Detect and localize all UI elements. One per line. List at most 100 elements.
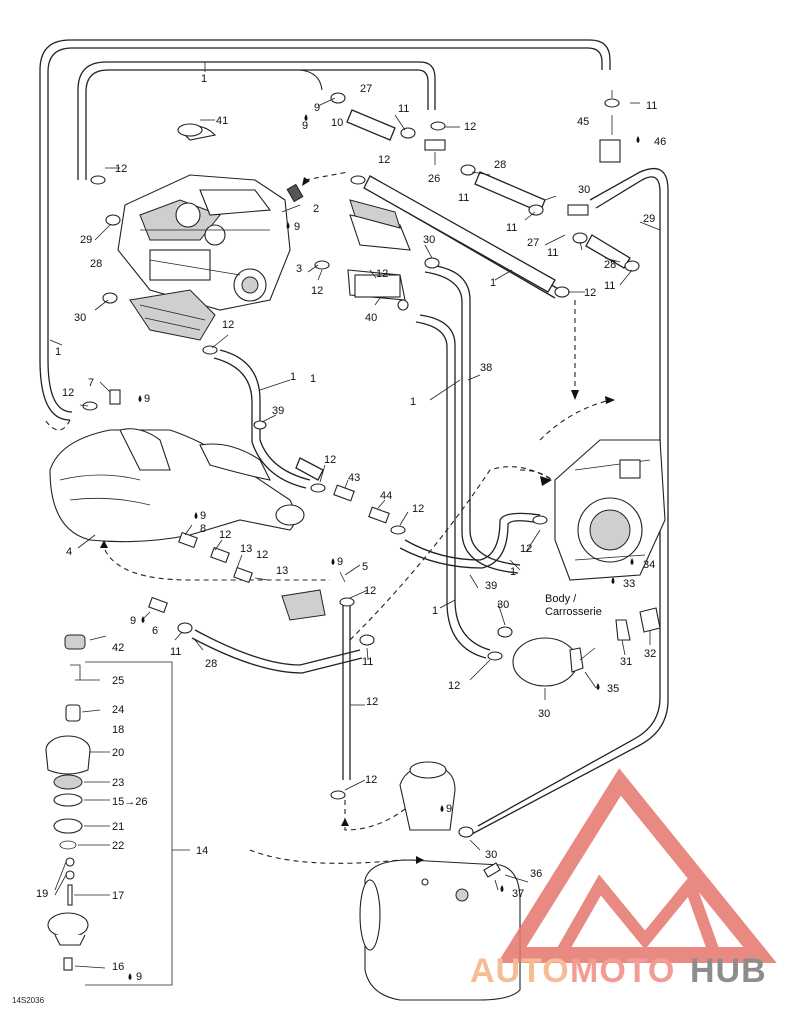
- part-label: 12: [62, 387, 74, 399]
- reservoir-upper: [399, 761, 456, 831]
- pressure-cap-assembly: [45, 634, 91, 971]
- part-label: 12: [364, 585, 376, 597]
- leader-lines: [49, 62, 661, 986]
- part-label: 22: [112, 840, 124, 852]
- part-label: 18: [112, 724, 124, 736]
- watermark-hub: HUB: [690, 952, 767, 990]
- part-label: 45: [577, 116, 589, 128]
- part-label: 40: [365, 312, 377, 324]
- part-label: 12: [584, 287, 596, 299]
- part-label: 33: [623, 578, 635, 590]
- part-label: 11: [506, 222, 517, 234]
- part-label: 28: [494, 159, 506, 171]
- part-label: 41: [216, 115, 228, 127]
- part-label: 11: [604, 280, 615, 292]
- part-label: 25: [112, 675, 124, 687]
- part-label: 28: [205, 658, 217, 670]
- part-label: 12: [115, 163, 127, 175]
- part-label: 14: [196, 845, 208, 857]
- part-label: 23: [112, 777, 124, 789]
- part-label: 11: [362, 656, 373, 668]
- part-label: 9: [446, 803, 452, 815]
- part-label: 35: [607, 683, 619, 695]
- part-label: 7: [88, 377, 94, 389]
- part-label: 30: [538, 708, 550, 720]
- hose-network: [39, 39, 669, 836]
- watermark-logo: AUTO MOTO HUB: [470, 768, 777, 990]
- part-label: 15→26: [112, 796, 147, 808]
- watermark-moto: MOTO: [570, 952, 675, 990]
- part-label: 1: [490, 277, 496, 289]
- part-label: 28: [604, 259, 616, 271]
- flow-lines: [44, 171, 611, 864]
- part-label: 13: [276, 565, 288, 577]
- part-label: 9: [314, 102, 320, 114]
- part-label: 10: [331, 117, 343, 129]
- part-label: 1: [55, 346, 61, 358]
- part-label: 39: [272, 405, 284, 417]
- part-label: 17: [112, 890, 124, 902]
- part-label: 12: [464, 121, 476, 133]
- part-label: 30: [485, 849, 497, 861]
- part-label: 11: [547, 247, 558, 259]
- part-label: 12: [366, 696, 378, 708]
- part-label: 1: [432, 605, 438, 617]
- part-label: 9: [337, 556, 343, 568]
- fluid-drop-icons: [128, 114, 640, 980]
- part-label: 12: [378, 154, 390, 166]
- part-label: 2: [313, 203, 319, 215]
- part-label: 12: [520, 543, 532, 555]
- hose-clamps: [82, 92, 640, 838]
- watermark-auto: AUTO: [470, 952, 570, 990]
- part-label: 12: [448, 680, 460, 692]
- part-label: 9: [302, 120, 308, 132]
- part-label: 11: [646, 100, 657, 112]
- part-label: 19: [36, 888, 48, 900]
- part-label: 30: [578, 184, 590, 196]
- part-label: 36: [530, 868, 542, 880]
- part-label: 30: [74, 312, 86, 324]
- part-label: 1: [410, 396, 416, 408]
- part-label: 9: [144, 393, 150, 405]
- part-label: 42: [112, 642, 124, 654]
- part-label: 1: [201, 73, 207, 85]
- part-label: 29: [643, 213, 655, 225]
- part-label: 27: [527, 237, 539, 249]
- part-label: 12: [324, 454, 336, 466]
- part-label: 9: [294, 221, 300, 233]
- part-label: 16: [112, 961, 124, 973]
- part-label: 9: [200, 510, 206, 522]
- part-label: 30: [497, 599, 509, 611]
- part-label: 30: [423, 234, 435, 246]
- part-label: 28: [90, 258, 102, 270]
- part-label: 34: [643, 559, 655, 571]
- part-label: 26: [428, 173, 440, 185]
- part-label: 29: [80, 234, 92, 246]
- part-label: 9: [136, 971, 142, 983]
- part-label: 31: [620, 656, 632, 668]
- part-label: 5: [362, 561, 368, 573]
- part-label: 1: [310, 373, 316, 385]
- expansion-chamber-31: [512, 637, 584, 687]
- part-number-labels: 1 1 1 1 1 1 1 1 2 3 4 5 6 7 8 9 9 9 9 9 …: [12, 73, 666, 1005]
- part-label: 3: [296, 263, 302, 275]
- part-label: 11: [458, 192, 469, 204]
- part-label: 1: [510, 566, 516, 578]
- part-label: 1: [290, 371, 296, 383]
- part-label: 12: [222, 319, 234, 331]
- part-label: 27: [360, 83, 372, 95]
- body-label-line2: Carrosserie: [545, 606, 602, 618]
- part-label: 12: [412, 503, 424, 515]
- part-label: 11: [398, 103, 409, 115]
- part-label: 12: [311, 285, 323, 297]
- fittings: [109, 69, 661, 878]
- body-label-line1: Body /: [545, 593, 577, 605]
- part-label: 46: [654, 136, 666, 148]
- part-label: 12: [365, 774, 377, 786]
- muffler-lower: [359, 859, 521, 1001]
- exhaust-pipe-muffler: [49, 428, 305, 543]
- part-label: 38: [480, 362, 492, 374]
- part-label: 12: [219, 529, 231, 541]
- part-label: 21: [112, 821, 124, 833]
